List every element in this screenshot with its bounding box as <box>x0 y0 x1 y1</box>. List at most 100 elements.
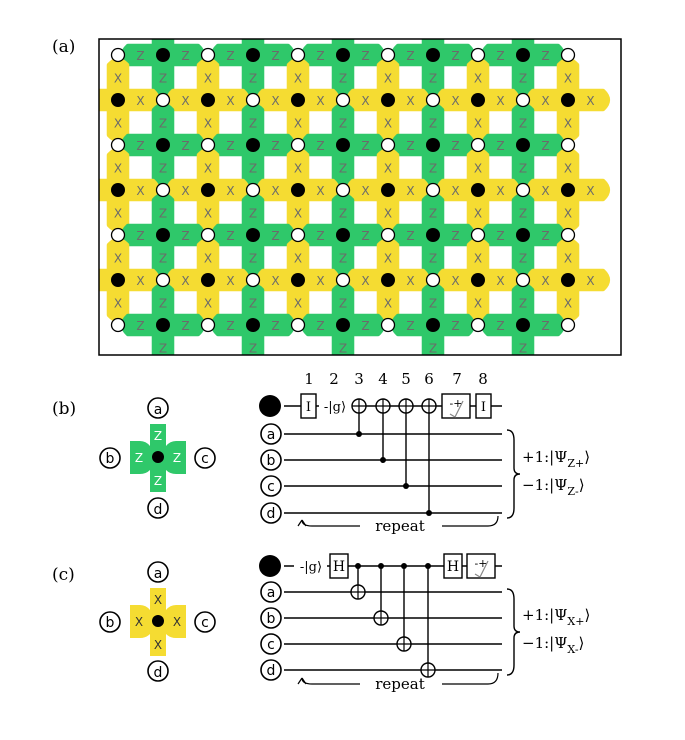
lattice-border <box>98 38 622 356</box>
qubit-label-d-c: d <box>154 665 163 681</box>
ancilla-qubit <box>516 228 530 242</box>
cnot-4-control <box>380 457 386 463</box>
data-qubit <box>515 272 531 288</box>
ground-state-reset <box>319 397 352 415</box>
x-plaquette-letter: X <box>474 297 482 311</box>
wire-label-a-text: a <box>267 427 276 443</box>
ancilla-qubit-z <box>152 451 164 463</box>
z-plaquette-letter: Z <box>249 162 257 176</box>
z-plaquette-letter: Z <box>316 139 324 153</box>
z-plaquette-letter: Z <box>451 139 459 153</box>
qubit-label-a-c: a <box>154 566 163 582</box>
repeat-arrow-left <box>301 519 360 527</box>
x-plaquette-letter: X <box>564 162 572 176</box>
x-plaquette-letter: X <box>361 184 369 198</box>
outcome-brace-c <box>506 588 521 676</box>
z-plaquette-letter: Z <box>181 49 189 63</box>
hadamard-gate-1 <box>329 553 349 579</box>
ancilla-qubit <box>111 93 125 107</box>
z-plaquette-letter: Z <box>136 49 144 63</box>
z-plaquette-letter: Z <box>249 72 257 86</box>
z-plaquette-letter: Z <box>339 252 347 266</box>
z-plaquette-letter: Z <box>519 162 527 176</box>
data-qubit-b-c <box>99 611 121 633</box>
ancilla-qubit <box>259 395 281 417</box>
z-plaquette-letter: Z <box>339 342 347 356</box>
ground-state-reset-label: -|g⟩ <box>324 400 346 415</box>
data-qubit <box>245 92 261 108</box>
cnot-c4-target-cross <box>421 663 435 677</box>
x-plaquette-letter: X <box>294 297 302 311</box>
data-qubit <box>110 317 126 333</box>
z-plaquette-letter: Z <box>339 162 347 176</box>
data-qubit <box>560 47 576 63</box>
z-plaquette-letter: Z <box>429 72 437 86</box>
identity-gate-1-label: I <box>306 400 311 415</box>
x-plaquette-letter: X <box>541 94 549 108</box>
ancilla-qubit <box>516 318 530 332</box>
z-plaquette-letter: Z <box>316 229 324 243</box>
data-qubit <box>110 137 126 153</box>
ancilla-qubit <box>381 183 395 197</box>
step-number-5: 5 <box>401 370 411 388</box>
x-plaquette-letter: X <box>384 162 392 176</box>
qubit-label-d: d <box>154 502 163 518</box>
step-number-4: 4 <box>378 370 388 388</box>
ancilla-qubit <box>336 48 350 62</box>
data-qubit <box>560 227 576 243</box>
repeat-arrow-right-c <box>442 672 499 685</box>
z-plaquette-letter: Z <box>541 49 549 63</box>
ancilla-qubit-x <box>152 615 164 627</box>
ancilla-qubit <box>561 93 575 107</box>
data-qubit <box>110 227 126 243</box>
x-plaquette-letter: X <box>496 184 504 198</box>
wire-label-c <box>260 475 282 497</box>
ancilla-qubit <box>561 183 575 197</box>
x-plaquette-letter: X <box>294 252 302 266</box>
x-plaquette-letter: X <box>204 72 212 86</box>
z-plaquette-letter: Z <box>249 207 257 221</box>
z-plaquette-letter: Z <box>136 139 144 153</box>
data-qubit-a-c <box>147 561 169 583</box>
data-qubit <box>560 137 576 153</box>
data-qubit-a <box>147 397 169 419</box>
data-qubit <box>155 182 171 198</box>
ancilla-qubit <box>246 48 260 62</box>
hadamard-gate-2-label: H <box>447 559 459 575</box>
x-plaquette-letter: X <box>451 274 459 288</box>
z-plaquette-letter: Z <box>361 229 369 243</box>
x-plaquette-letter: X <box>181 274 189 288</box>
measurement-check-icon <box>449 400 464 418</box>
z-plaquette-letter: Z <box>429 207 437 221</box>
ancilla-qubit <box>246 138 260 152</box>
x-plaquette-letter: X <box>181 94 189 108</box>
data-qubit <box>380 227 396 243</box>
x-plaquette-letter: X <box>294 207 302 221</box>
ancilla-qubit <box>246 228 260 242</box>
x-plaquette-letter: X <box>294 162 302 176</box>
z-plaquette-letter: Z <box>249 297 257 311</box>
measurement-check-icon-c <box>474 560 489 578</box>
ancilla-qubit <box>426 48 440 62</box>
repeat-label-b: repeat <box>375 517 425 535</box>
x-plaquette-letter: X <box>294 117 302 131</box>
x-plaquette-letter: X <box>586 274 594 288</box>
data-qubit <box>515 182 531 198</box>
z-plaquette-letter: Z <box>496 229 504 243</box>
measurement-gate-b <box>441 393 471 419</box>
hadamard-gate-1-label: H <box>333 559 345 575</box>
z-letter-top: Z <box>154 429 162 443</box>
data-qubit <box>470 47 486 63</box>
x-letter-top: X <box>154 593 162 607</box>
x-plaquette-letter: X <box>586 184 594 198</box>
data-qubit <box>200 137 216 153</box>
wire-label-d-c-text: d <box>267 663 276 679</box>
z-plaquette-letter: Z <box>451 49 459 63</box>
ancilla-qubit <box>336 228 350 242</box>
x-plaquette-letter: X <box>474 117 482 131</box>
z-plaquette-letter: Z <box>249 117 257 131</box>
x-plaquette-letter: X <box>496 274 504 288</box>
repeat-arrowhead-c <box>297 677 307 685</box>
x-plaquette-letter: X <box>384 117 392 131</box>
x-plaquette-letter: X <box>384 207 392 221</box>
